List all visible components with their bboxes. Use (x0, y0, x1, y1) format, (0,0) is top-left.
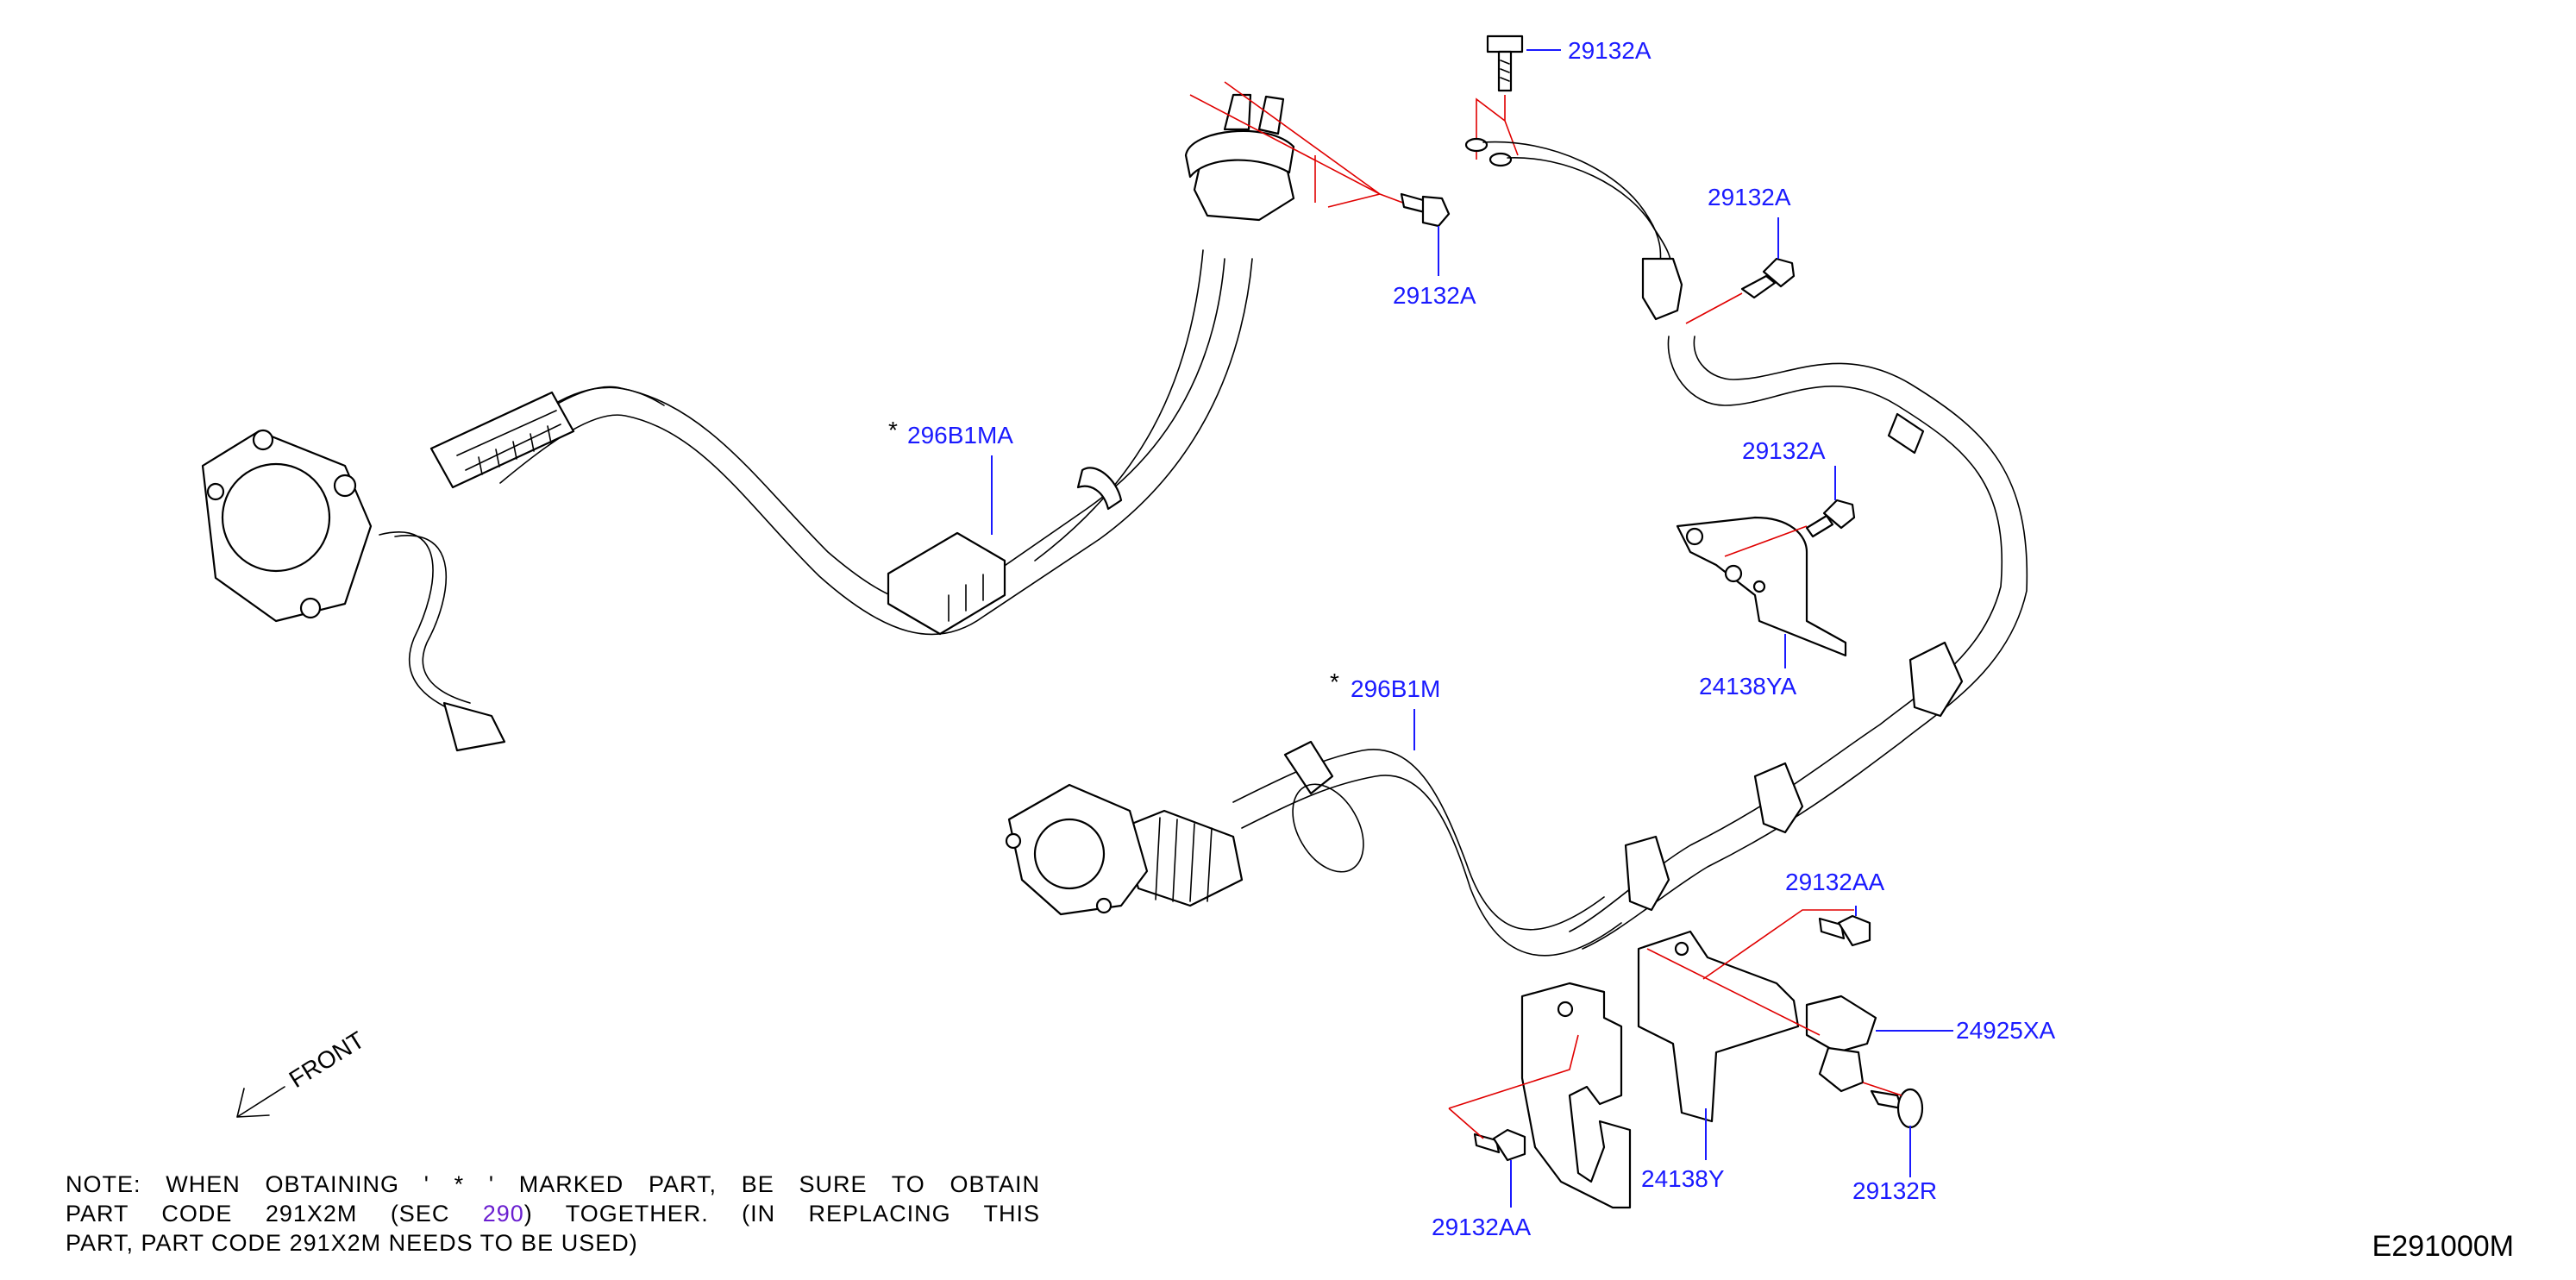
label-29132A-mid[interactable]: 29132A (1742, 437, 1826, 464)
clip-29132R[interactable] (1870, 1088, 1924, 1129)
bracket-24138Y[interactable] (1520, 930, 1800, 1209)
asterisk-296B1M: * (1330, 668, 1339, 695)
ref-lines-upper-connector (1189, 81, 1415, 208)
label-29132AA-bottom[interactable]: 29132AA (1432, 1214, 1532, 1240)
label-296B1M[interactable]: 296B1M (1351, 675, 1440, 702)
front-arrow-icon (236, 1086, 285, 1118)
bracket-24138YA[interactable] (1676, 516, 1847, 657)
label-29132A-right[interactable]: 29132A (1708, 184, 1791, 210)
label-296B1MA[interactable]: 296B1MA (907, 422, 1013, 449)
diagram-id: E291000M (2372, 1230, 2514, 1263)
note-text: NOTE: WHEN OBTAINING ' * ' MARKED PART, … (66, 1170, 1040, 1258)
label-29132AA-right[interactable]: 29132AA (1785, 869, 1885, 895)
bolt-29132A-mid[interactable] (1805, 499, 1856, 538)
label-29132A-top[interactable]: 29132A (1568, 37, 1652, 64)
bolt-29132A-left[interactable] (1400, 192, 1451, 228)
note-line-2: PART CODE 291X2M (SEC 290) TOGETHER. (IN… (66, 1201, 1040, 1227)
bolt-29132AA-right[interactable] (1818, 914, 1871, 947)
harness-296B1M (1005, 336, 2028, 957)
label-24138Y[interactable]: 24138Y (1641, 1165, 1725, 1192)
label-29132A-left[interactable]: 29132A (1393, 282, 1476, 309)
front-label: FRONT (285, 1026, 369, 1093)
bolt-29132A-right[interactable] (1740, 257, 1796, 299)
label-24138YA[interactable]: 24138YA (1699, 673, 1796, 700)
asterisk-296B1MA: * (888, 417, 898, 443)
bolt-29132AA-bottom[interactable] (1473, 1128, 1526, 1162)
note-line-1: NOTE: WHEN OBTAINING ' * ' MARKED PART, … (66, 1171, 1040, 1197)
ref-lines-lower (1448, 909, 1902, 1139)
ground-strap (1464, 35, 1683, 321)
clip-24925XA[interactable] (1805, 995, 1877, 1093)
harness-296B1MA (201, 93, 1295, 752)
note-line-3: PART, PART CODE 291X2M NEEDS TO BE USED) (66, 1230, 638, 1256)
section-link[interactable]: 290 (482, 1201, 524, 1227)
label-24925XA[interactable]: 24925XA (1956, 1017, 2056, 1044)
label-29132R[interactable]: 29132R (1852, 1177, 1937, 1204)
